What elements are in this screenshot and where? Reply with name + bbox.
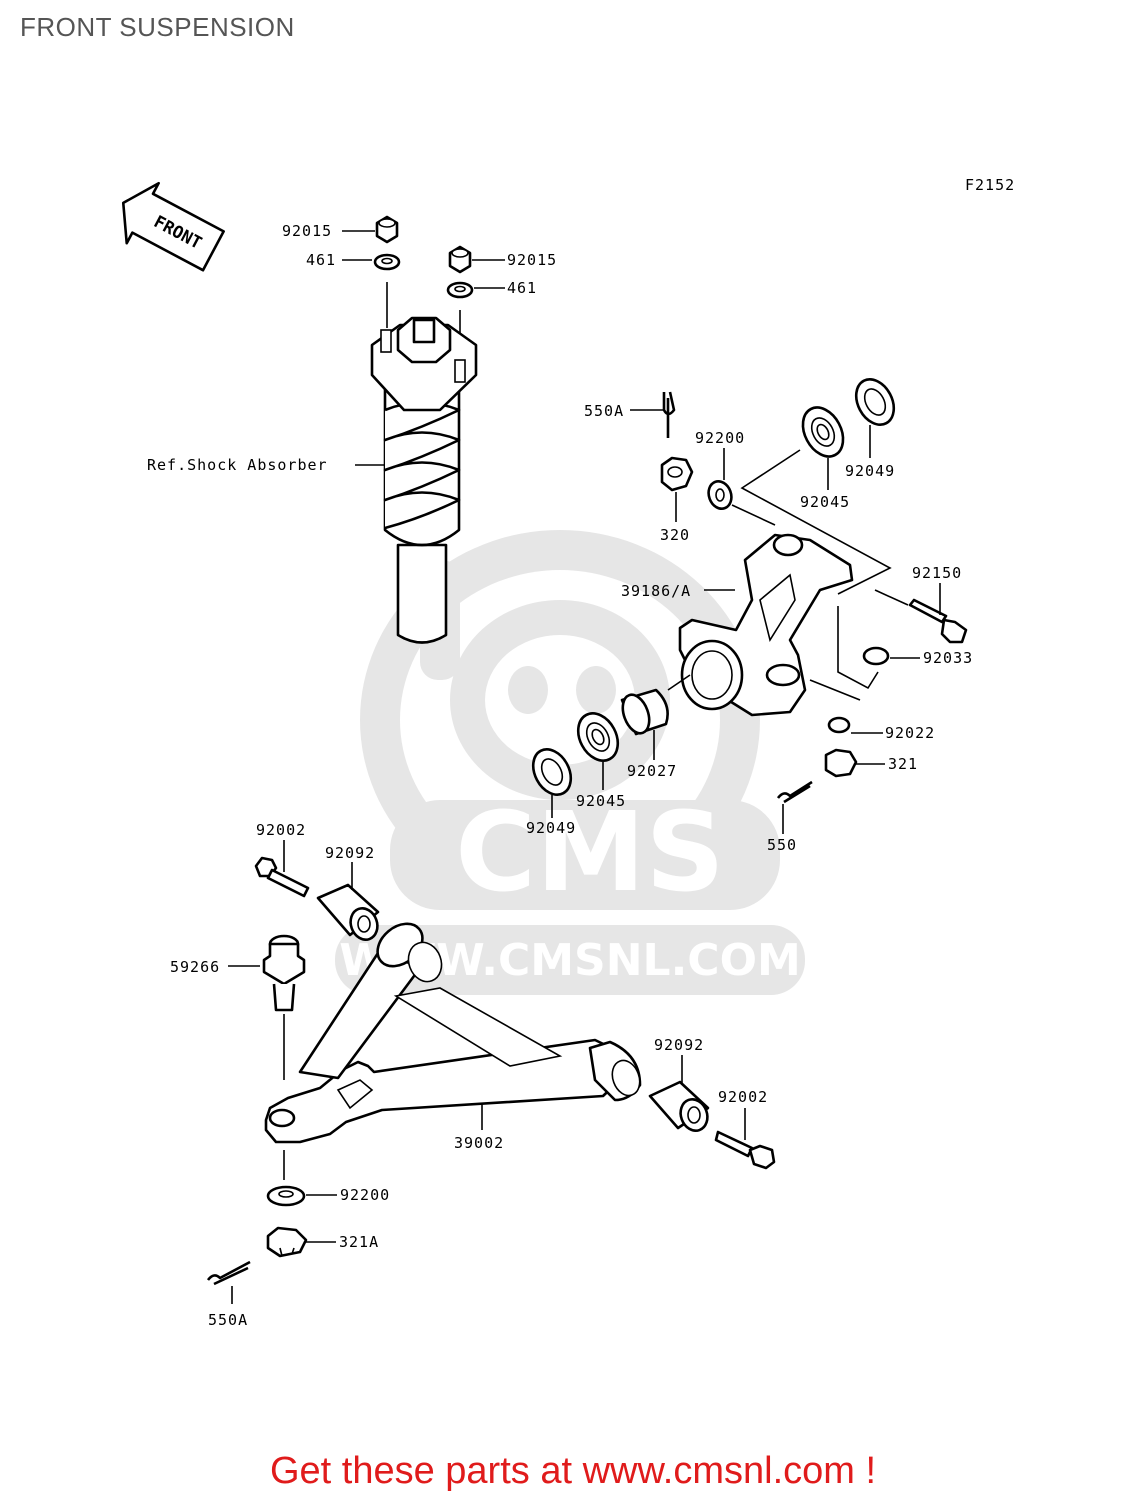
callout-shock-absorber: Ref.Shock Absorber xyxy=(147,456,328,474)
callout-92200-top: 92200 xyxy=(695,429,745,447)
castle-nut-320-icon xyxy=(660,456,694,492)
callout-39186a: 39186/A xyxy=(621,582,691,600)
callout-92049-bottom: 92049 xyxy=(526,819,576,837)
page-title: FRONT SUSPENSION xyxy=(20,12,295,42)
callout-92033: 92033 xyxy=(923,649,973,667)
callout-92015-b: 92015 xyxy=(507,251,557,269)
watermark-url-badge xyxy=(335,925,805,995)
steering-knuckle-39186-icon xyxy=(678,533,854,717)
collar-92027-icon xyxy=(620,688,669,736)
cotter-pin-550-icon xyxy=(776,780,813,804)
cotter-pin-550a-bottom-icon xyxy=(206,1260,251,1286)
callout-320: 320 xyxy=(660,526,690,544)
callout-92092-b: 92092 xyxy=(654,1036,704,1054)
callout-550: 550 xyxy=(767,836,797,854)
washer-92200-top-icon xyxy=(707,480,733,510)
callout-92092-a: 92092 xyxy=(325,844,375,862)
callout-92150: 92150 xyxy=(912,564,962,582)
callout-92200-bottom: 92200 xyxy=(340,1186,390,1204)
nut-92015-right-icon xyxy=(448,245,472,274)
castle-nut-321a-icon xyxy=(266,1226,308,1258)
watermark: CMS WWW.CMSNL.COM xyxy=(335,530,805,995)
callout-92045-top: 92045 xyxy=(800,493,850,511)
callout-321a: 321A xyxy=(339,1233,379,1251)
watermark-brand: CMS xyxy=(455,788,724,916)
washer-92022-icon xyxy=(827,716,851,734)
seal-92049-top-icon xyxy=(854,378,896,426)
callout-92027: 92027 xyxy=(627,762,677,780)
callout-92022: 92022 xyxy=(885,724,935,742)
callout-321: 321 xyxy=(888,755,918,773)
bushing-92092-right-icon xyxy=(648,1080,710,1132)
bolt-92002-left-icon xyxy=(254,856,310,898)
washer-461-right-icon xyxy=(446,281,474,299)
seal-92049-bottom-icon xyxy=(531,748,573,796)
callout-39002: 39002 xyxy=(454,1134,504,1152)
bearing-92045-top-icon xyxy=(801,406,845,458)
lower-a-arm-39002-icon xyxy=(264,922,642,1144)
cotter-pin-550a-top-icon xyxy=(662,391,676,438)
callout-461-a: 461 xyxy=(306,251,336,269)
footer-cta-link[interactable]: Get these parts at www.cmsnl.com ! xyxy=(269,1450,877,1492)
front-direction-arrow: FRONT xyxy=(121,181,225,272)
callout-92045-bottom: 92045 xyxy=(576,792,626,810)
shock-absorber-icon xyxy=(370,316,478,644)
figure-code: F2152 xyxy=(965,176,1015,194)
callout-59266: 59266 xyxy=(170,958,220,976)
nut-92015-left-icon xyxy=(375,215,399,244)
callout-92002-a: 92002 xyxy=(256,821,306,839)
circlip-92033-icon xyxy=(862,646,890,666)
bushing-92092-left-icon xyxy=(316,883,380,941)
washer-461-left-icon xyxy=(373,253,401,271)
callout-461-b: 461 xyxy=(507,279,537,297)
bearing-92045-bottom-icon xyxy=(576,712,620,762)
callout-550a-bottom: 550A xyxy=(208,1311,248,1329)
ball-joint-59266-icon xyxy=(262,934,306,1012)
watermark-badge xyxy=(390,800,780,910)
callout-92015-a: 92015 xyxy=(282,222,332,240)
washer-92200-bottom-icon xyxy=(266,1185,306,1207)
callout-92002-b: 92002 xyxy=(718,1088,768,1106)
callout-550a-top: 550A xyxy=(584,402,624,420)
callout-92049-top: 92049 xyxy=(845,462,895,480)
bolt-92150-icon xyxy=(908,598,968,644)
castle-nut-321-icon xyxy=(824,748,858,778)
bolt-92002-right-icon xyxy=(714,1130,776,1170)
